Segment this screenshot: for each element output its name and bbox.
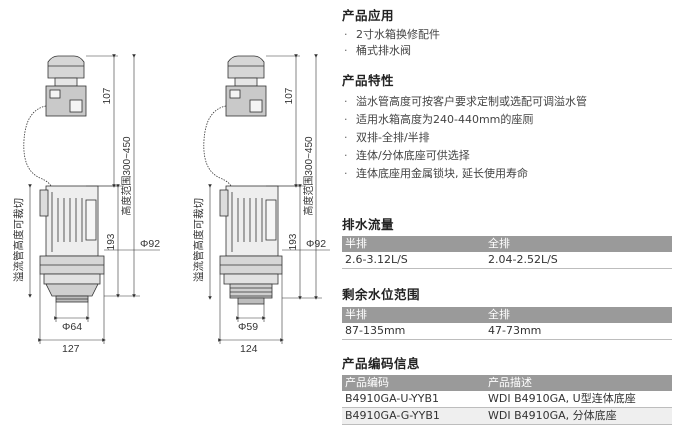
dim-124-right: 124 bbox=[240, 343, 258, 355]
cut-label-right: 溢流管高度可裁切 bbox=[192, 198, 205, 282]
technical-drawing: 107 高度范围300~450 193 Φ92 溢流管高度可裁切 Φ64 127 bbox=[12, 54, 330, 355]
dim-dia-92-left: Φ92 bbox=[140, 238, 160, 250]
codes-header-desc: 产品描述 bbox=[485, 375, 672, 391]
valve-drawing-right bbox=[203, 55, 283, 305]
cut-label-left: 溢流管高度可裁切 bbox=[12, 198, 25, 282]
water-level-value-half: 87-135mm bbox=[342, 323, 485, 340]
dim-dia-59-right: Φ59 bbox=[238, 321, 258, 333]
feature-item: ·连体底座用金属锁块, 延长使用寿命 bbox=[344, 167, 528, 180]
feature-item: ·连体/分体底座可供选择 bbox=[344, 149, 470, 162]
feature-item: ·溢水管高度可按客户要求定制或选配可调溢水管 bbox=[344, 95, 587, 108]
dim-193-left: 193 bbox=[106, 233, 117, 250]
water-level-header-half: 半排 bbox=[342, 307, 485, 323]
flow-header-half: 半排 bbox=[342, 236, 485, 252]
dim-107-left: 107 bbox=[102, 87, 113, 104]
application-item: ·2寸水箱换修配件 bbox=[344, 28, 440, 41]
water-level-title: 剩余水位范围 bbox=[342, 287, 421, 302]
feature-item: ·双排-全排/半排 bbox=[344, 131, 430, 144]
flow-header-full: 全排 bbox=[485, 236, 672, 252]
water-level-header-full: 全排 bbox=[485, 307, 672, 323]
dim-dia-92-right: Φ92 bbox=[306, 238, 326, 250]
codes-title: 产品编码信息 bbox=[342, 356, 421, 371]
valve-drawing-left bbox=[23, 55, 105, 303]
application-title: 产品应用 bbox=[342, 8, 395, 23]
water-level-table: 半排 全排 87-135mm 47-73mm bbox=[342, 307, 672, 340]
codes-header-code: 产品编码 bbox=[342, 375, 485, 391]
water-level-value-full: 47-73mm bbox=[485, 323, 672, 340]
dim-107-right: 107 bbox=[284, 87, 295, 104]
features-title: 产品特性 bbox=[342, 73, 395, 88]
dim-127-left: 127 bbox=[62, 343, 80, 355]
flow-table: 半排 全排 2.6-3.12L/S 2.04-2.52L/S bbox=[342, 236, 672, 269]
code-description: WDI B4910GA, U型连体底座 bbox=[485, 391, 672, 408]
dim-range-left: 高度范围300~450 bbox=[120, 136, 133, 216]
code-description: WDI B4910GA, 分体底座 bbox=[485, 407, 672, 425]
code-value: B4910GA-G-YYB1 bbox=[342, 407, 485, 425]
dim-range-right: 高度范围300~450 bbox=[302, 136, 315, 216]
codes-table: 产品编码 产品描述 B4910GA-U-YYB1 WDI B4910GA, U型… bbox=[342, 375, 672, 425]
dim-dia-64-left: Φ64 bbox=[62, 321, 82, 333]
flow-title: 排水流量 bbox=[342, 217, 395, 232]
dim-193-right: 193 bbox=[288, 233, 299, 250]
flow-value-full: 2.04-2.52L/S bbox=[485, 252, 672, 269]
flow-value-half: 2.6-3.12L/S bbox=[342, 252, 485, 269]
feature-item: ·适用水箱高度为240-440mm的座厕 bbox=[344, 113, 534, 126]
code-value: B4910GA-U-YYB1 bbox=[342, 391, 485, 408]
application-item: ·桶式排水阀 bbox=[344, 44, 411, 57]
